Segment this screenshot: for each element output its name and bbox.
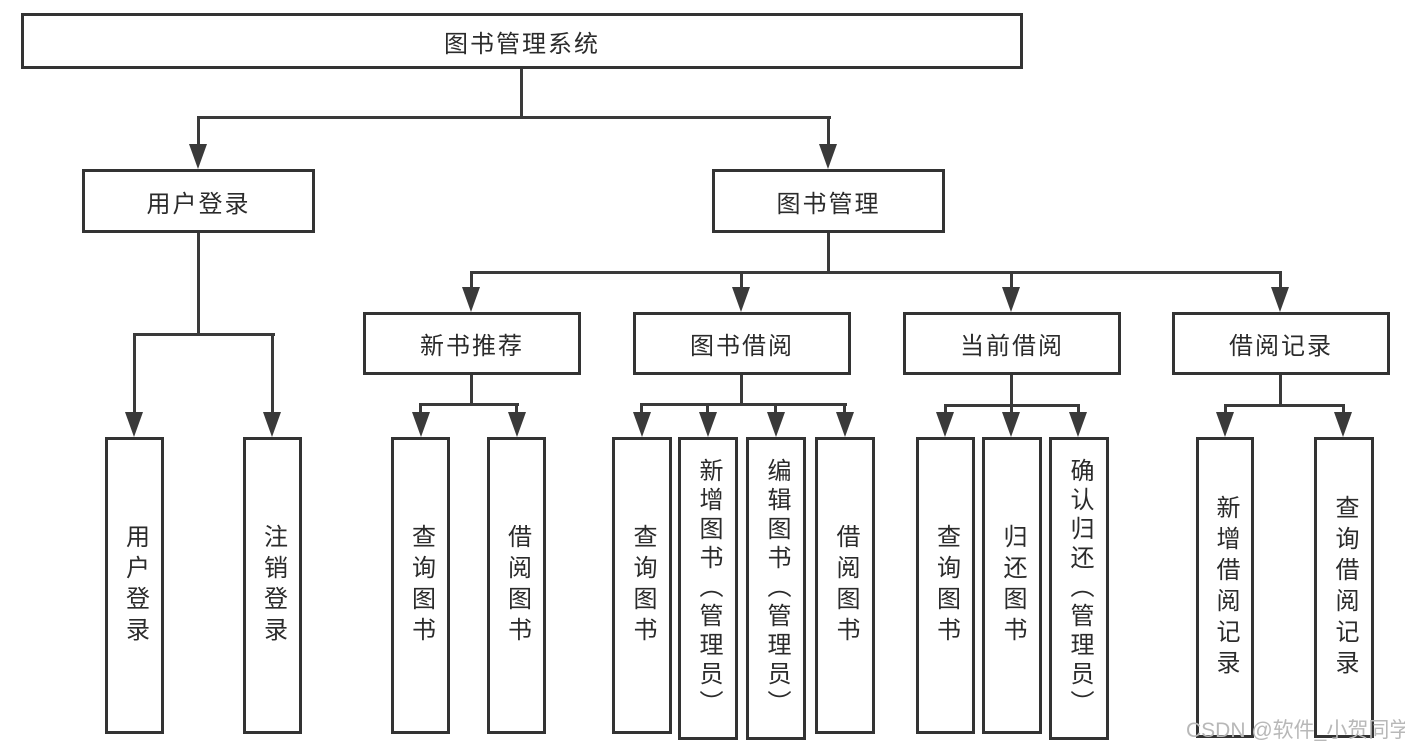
leaf-query-book-1: 查询图书 [391,437,450,734]
node-root: 图书管理系统 [21,13,1023,69]
arrowhead-icon [462,287,480,312]
connector-line [1279,374,1282,407]
connector-line [944,404,947,415]
node-label: 注销登录 [259,523,287,648]
connector-line [133,333,136,415]
leaf-return-book: 归还图书 [982,437,1042,734]
connector-line [419,403,519,406]
connector-line [1279,271,1282,291]
connector-line [1224,404,1345,407]
arrowhead-icon [1002,412,1020,437]
node-label: 用户登录 [146,190,251,218]
node-book-borrow: 图书借阅 [633,312,851,375]
arrowhead-icon [767,412,785,437]
arrowhead-icon [1334,412,1352,437]
arrowhead-icon [1216,412,1234,437]
arrowhead-icon [836,412,854,437]
connector-line [706,403,709,415]
connector-line [515,403,518,415]
arrowhead-icon [699,412,717,437]
leaf-query-book-3: 查询图书 [916,437,975,734]
node-label: 确认归还（管理员） [1066,458,1093,719]
connector-line [1077,404,1080,415]
node-label: 编辑图书（管理员） [763,458,790,719]
node-label: 图书管理系统 [444,30,600,58]
leaf-query-borrow-record: 查询借阅记录 [1314,437,1374,738]
arrowhead-icon [732,287,750,312]
watermark-text: CSDN @软件_小贺同学 [1186,719,1405,742]
connector-line [1010,374,1013,407]
connector-line [197,116,831,119]
connector-line [470,374,473,406]
connector-line [1010,271,1013,291]
leaf-user-login: 用户登录 [105,437,164,734]
connector-line [1010,404,1013,415]
connector-line [1342,404,1345,415]
leaf-borrow-book-2: 借阅图书 [815,437,875,734]
arrowhead-icon [189,144,207,169]
connector-line [133,333,275,336]
connector-line [740,374,743,406]
node-label: 查询图书 [407,523,435,648]
connector-line [843,403,846,415]
node-label: 新增图书（管理员） [695,458,722,719]
connector-line [271,333,274,415]
node-book-management: 图书管理 [712,169,945,233]
connector-line [640,403,643,415]
connector-line [1224,404,1227,415]
node-label: 新书推荐 [420,333,524,360]
node-label: 当前借阅 [960,333,1064,360]
leaf-confirm-return-admin: 确认归还（管理员） [1049,437,1109,740]
connector-line [197,232,200,336]
arrowhead-icon [1069,412,1087,437]
node-label: 查询图书 [629,523,656,648]
arrowhead-icon [936,412,954,437]
connector-line [470,271,473,291]
arrowhead-icon [633,412,651,437]
arrowhead-icon [263,412,281,437]
arrowhead-icon [1271,287,1289,312]
node-borrow-record: 借阅记录 [1172,312,1390,375]
node-label: 新增借阅记录 [1212,494,1239,681]
connector-line [827,232,830,274]
leaf-borrow-book-1: 借阅图书 [487,437,546,734]
leaf-add-book-admin: 新增图书（管理员） [678,437,738,740]
leaf-add-borrow-record: 新增借阅记录 [1196,437,1254,738]
node-label: 用户登录 [121,523,149,648]
connector-line [640,403,847,406]
connector-line [520,68,523,118]
arrowhead-icon [508,412,526,437]
connector-line [740,271,743,291]
node-user-login: 用户登录 [82,169,315,233]
node-label: 查询图书 [932,523,960,648]
arrowhead-icon [412,412,430,437]
node-label: 图书借阅 [690,333,794,360]
node-label: 归还图书 [999,523,1026,648]
connector-line [470,271,1282,274]
node-label: 查询借阅记录 [1331,494,1358,681]
leaf-logout: 注销登录 [243,437,302,734]
arrowhead-icon [819,144,837,169]
leaf-edit-book-admin: 编辑图书（管理员） [746,437,806,740]
node-label: 借阅图书 [503,523,531,648]
leaf-query-book-2: 查询图书 [612,437,672,734]
connector-line [774,403,777,415]
connector-line [419,403,422,415]
node-label: 借阅图书 [832,523,859,648]
node-current-borrow: 当前借阅 [903,312,1121,375]
node-label: 图书管理 [776,190,881,218]
arrowhead-icon [125,412,143,437]
connector-line [827,116,830,148]
arrowhead-icon [1002,287,1020,312]
node-label: 借阅记录 [1229,333,1333,360]
connector-line [197,116,200,148]
node-new-book-recommend: 新书推荐 [363,312,581,375]
